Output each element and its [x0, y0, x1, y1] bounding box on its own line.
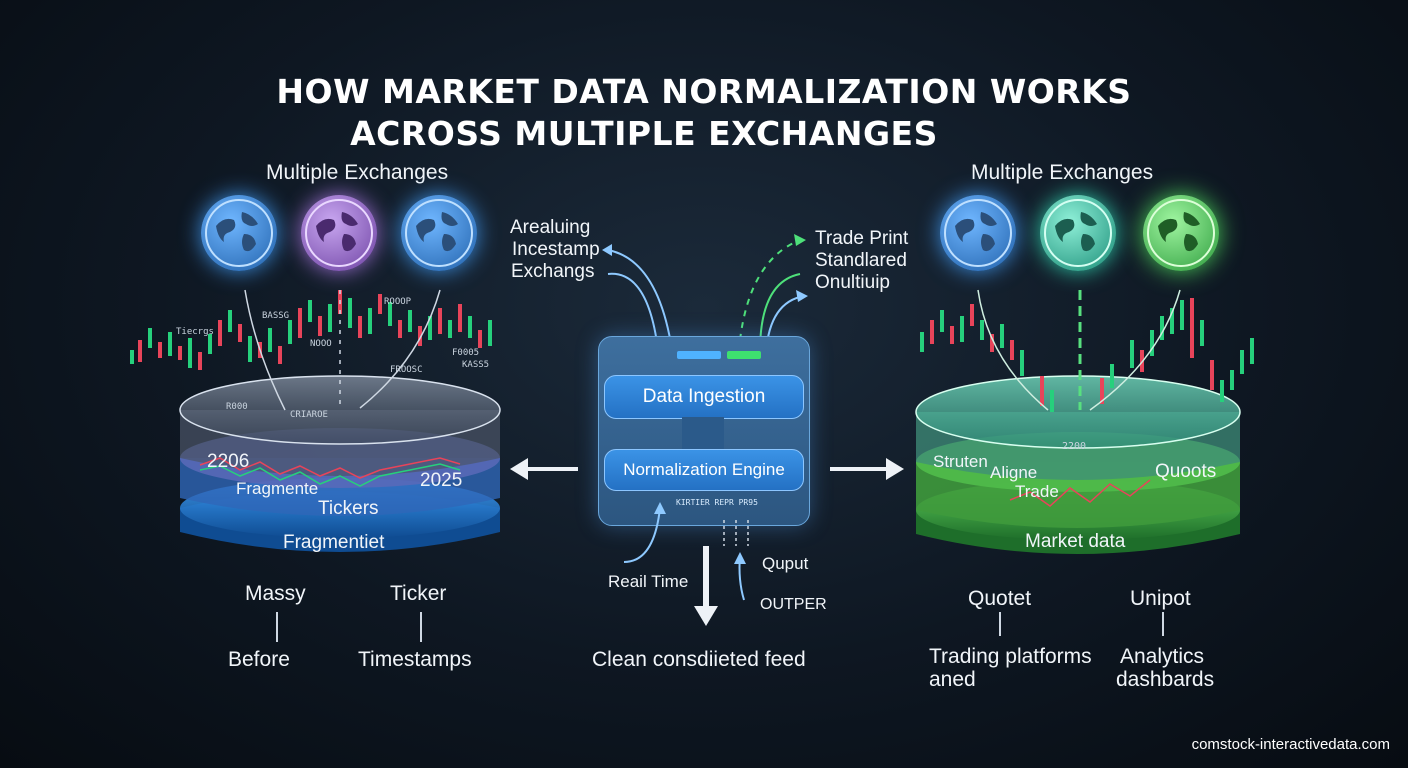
globe-icon — [1147, 199, 1215, 267]
left-globe-3 — [401, 195, 477, 271]
engine-port-right — [727, 351, 761, 359]
right-globe-3 — [1143, 195, 1219, 271]
right-bottom-trading-2: aned — [929, 668, 976, 691]
left-year-right: 2025 — [420, 470, 463, 491]
left-data-stack — [130, 289, 501, 552]
center-clean-feed: Clean consdiieted feed — [592, 648, 806, 671]
center-real-time: Reail Time — [608, 572, 689, 591]
normalization-engine-button[interactable]: Normalization Engine — [604, 449, 804, 491]
left-chart-tag-7: CRIAROE — [290, 410, 328, 420]
left-chart-tag-2: BASSG — [262, 311, 290, 321]
engine-connector — [682, 417, 724, 451]
left-fragment-label: Fragmente — [236, 479, 319, 498]
right-connector-2 — [1162, 612, 1164, 636]
right-globe-1 — [940, 195, 1016, 271]
right-market-data: Market data — [1025, 531, 1126, 552]
left-bottom-ticker: Ticker — [390, 582, 447, 605]
right-arrow — [830, 458, 904, 480]
globe-icon — [305, 199, 373, 267]
data-ingestion-button[interactable]: Data Ingestion — [604, 375, 804, 419]
globe-icon — [944, 199, 1012, 267]
right-struten: Struten — [933, 452, 988, 471]
center-quput: Quput — [762, 554, 809, 573]
right-bottom-quotet: Quotet — [968, 587, 1032, 610]
left-chart-tag-3: ROOOP — [384, 297, 412, 307]
right-bottom-trading-1: Trading platforms — [929, 645, 1092, 668]
right-heading: Multiple Exchanges — [971, 161, 1154, 184]
left-tickers-label: Tickers — [318, 498, 379, 519]
left-fragmented-label: Fragmentiet — [283, 532, 385, 553]
right-year-label: 2200 — [1062, 441, 1087, 452]
center-input-3: Exchangs — [511, 261, 595, 282]
right-bottom-analytics-1: Analytics — [1120, 645, 1205, 668]
right-connector-1 — [999, 612, 1001, 636]
left-chart-tag-4: NOOO — [310, 339, 332, 349]
right-bottom-analytics-2: dashbards — [1116, 668, 1215, 691]
center-output-1: Trade Print — [815, 228, 909, 249]
left-heading: Multiple Exchanges — [266, 161, 449, 184]
right-trade: Trade — [1015, 482, 1059, 501]
globe-icon — [405, 199, 473, 267]
right-globe-2 — [1040, 195, 1116, 271]
right-data-stack — [915, 289, 1254, 554]
left-bottom-messy: Massy — [245, 582, 306, 605]
center-input-2: Incestamp — [512, 239, 600, 260]
left-globe-2 — [301, 195, 377, 271]
right-aligne: Aligne — [990, 463, 1038, 482]
center-bottom-arrows — [623, 502, 749, 626]
left-chart-tag-6: R000 — [226, 402, 248, 412]
center-output-2: Standlared — [815, 250, 907, 271]
center-output-3: Onultiuip — [815, 272, 890, 293]
left-bottom-before: Before — [228, 648, 290, 671]
left-bottom-timestamps: Timestamps — [358, 648, 472, 671]
left-chart-tag-1: Tiecrgs — [176, 327, 214, 337]
engine-footer-text: KIRTIER REPR PR95 — [676, 498, 758, 507]
left-globe-1 — [201, 195, 277, 271]
left-connector-1 — [276, 612, 278, 642]
left-connector-2 — [420, 612, 422, 642]
left-arrow — [510, 458, 578, 480]
source-credit: comstock-interactivedata.com — [1191, 736, 1390, 753]
globe-icon — [1044, 199, 1112, 267]
center-input-1: Arealuing — [510, 217, 591, 238]
left-candlesticks — [130, 290, 492, 370]
center-outper: OUTPER — [760, 596, 827, 613]
right-candlesticks — [920, 298, 1254, 412]
left-chart-tag-9: KASS5 — [462, 360, 490, 370]
title-line-1: HOW MARKET DATA NORMALIZATION WORKS — [276, 72, 1132, 111]
engine-port-left — [677, 351, 721, 359]
left-year-left: 2206 — [207, 451, 250, 472]
left-chart-tag-5: FROOSC — [390, 365, 423, 375]
left-chart-tag-8: F0005 — [452, 348, 480, 358]
right-quoots: Quoots — [1155, 461, 1217, 482]
globe-icon — [205, 199, 273, 267]
right-bottom-unipot: Unipot — [1130, 587, 1191, 610]
title-line-2: ACROSS MULTIPLE EXCHANGES — [350, 114, 938, 153]
